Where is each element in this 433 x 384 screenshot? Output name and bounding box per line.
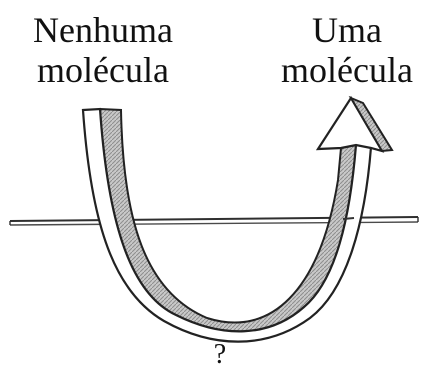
u-ribbon: [83, 98, 392, 342]
right-label-line-1: Uma: [262, 10, 432, 50]
left-label-line-2: molécula: [8, 50, 198, 90]
right-label: Uma molécula: [262, 10, 432, 90]
bottom-question-mark: ?: [205, 340, 235, 370]
left-label-line-1: Nenhuma: [8, 10, 198, 50]
left-label: Nenhuma molécula: [8, 10, 198, 90]
right-label-line-2: molécula: [262, 50, 432, 90]
